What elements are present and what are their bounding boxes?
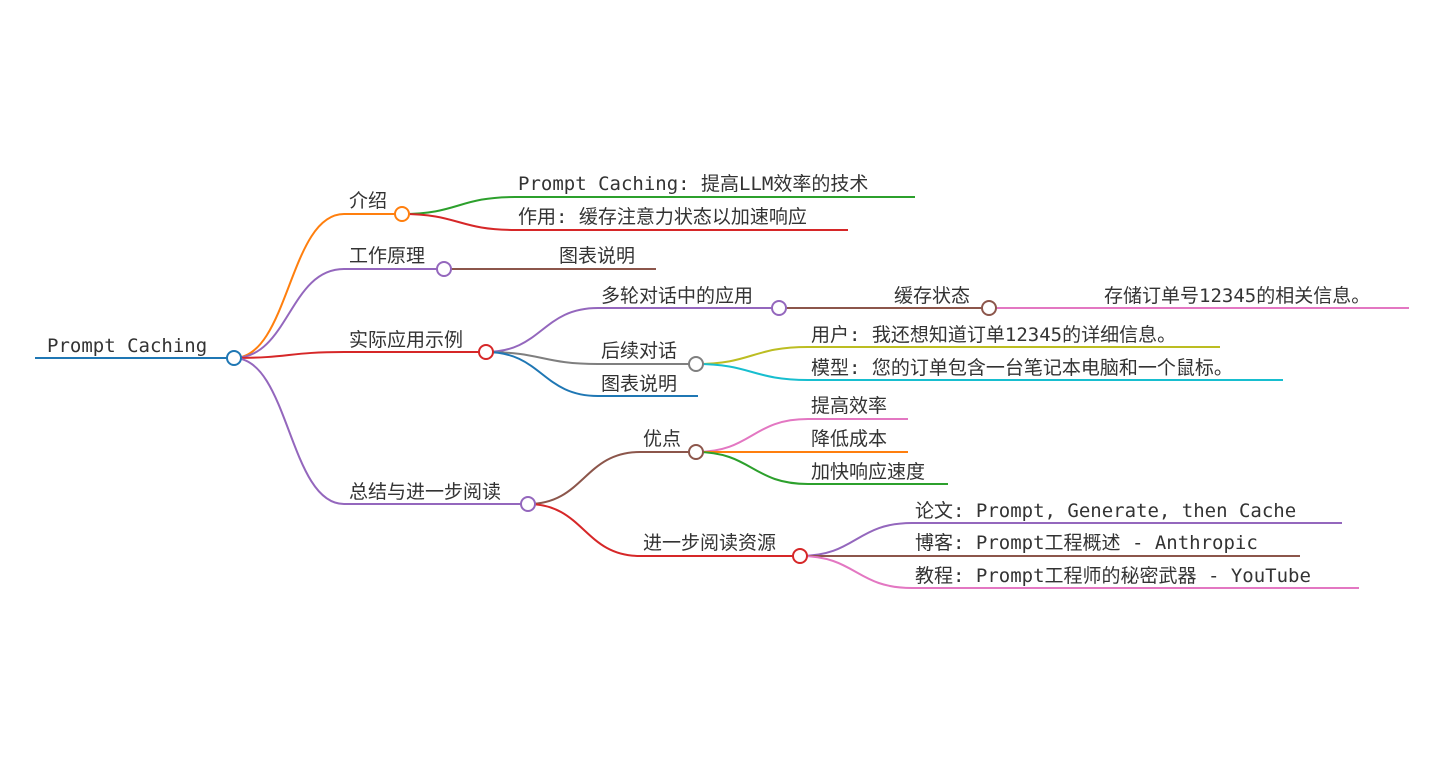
node-example-1-1-label[interactable]: 模型: 您的订单包含一台笔记本电脑和一个鼠标。 xyxy=(811,357,1233,379)
branch-intro-label[interactable]: 介绍 xyxy=(349,190,387,212)
node-summary-0-0-label[interactable]: 提高效率 xyxy=(811,395,887,417)
branch-example-circle[interactable] xyxy=(478,344,494,360)
edge-intro-0 xyxy=(401,196,516,215)
branch-principle-circle[interactable] xyxy=(436,261,452,277)
node-example-0-circle[interactable] xyxy=(771,300,787,316)
edge-intro xyxy=(233,213,345,359)
edge-summary-0-2 xyxy=(695,451,809,485)
node-summary-1-1-label[interactable]: 博客: Prompt工程概述 - Anthropic xyxy=(915,532,1258,554)
node-summary-1-2-label[interactable]: 教程: Prompt工程师的秘密武器 - YouTube xyxy=(915,565,1311,587)
edge-example-1-1 xyxy=(695,363,809,381)
branch-example-label[interactable]: 实际应用示例 xyxy=(349,329,463,351)
mindmap-edges xyxy=(233,196,1101,589)
edge-example xyxy=(233,351,345,359)
edge-summary-1 xyxy=(527,503,641,557)
node-summary-1-label[interactable]: 进一步阅读资源 xyxy=(643,532,776,554)
node-example-2-label[interactable]: 图表说明 xyxy=(601,373,677,395)
node-example-0-0-0-label[interactable]: 存储订单号12345的相关信息。 xyxy=(1104,285,1370,307)
root-circle[interactable] xyxy=(226,350,242,366)
edge-summary-1-2 xyxy=(799,555,913,589)
node-intro-0-label[interactable]: Prompt Caching: 提高LLM效率的技术 xyxy=(518,173,868,195)
node-summary-1-0-label[interactable]: 论文: Prompt, Generate, then Cache xyxy=(915,500,1296,522)
edge-intro-1 xyxy=(401,213,516,231)
node-example-1-label[interactable]: 后续对话 xyxy=(601,340,677,362)
mindmap-labels: Prompt Caching 介绍 Prompt Caching: 提高LLM效率的… xyxy=(47,173,1370,587)
node-summary-0-circle[interactable] xyxy=(688,444,704,460)
edge-principle xyxy=(233,268,345,359)
branch-principle-label[interactable]: 工作原理 xyxy=(349,245,425,267)
mindmap-node-circles xyxy=(226,206,997,564)
node-example-0-0-circle[interactable] xyxy=(981,300,997,316)
node-intro-1-label[interactable]: 作用: 缓存注意力状态以加速响应 xyxy=(518,206,807,228)
edge-summary-0 xyxy=(527,451,641,505)
edge-summary-1-0 xyxy=(799,522,913,557)
edge-example-1-0 xyxy=(695,346,809,365)
edge-example-0 xyxy=(485,307,599,353)
edge-summary-0-0 xyxy=(695,418,809,453)
node-example-0-label[interactable]: 多轮对话中的应用 xyxy=(601,285,753,307)
root-label[interactable]: Prompt Caching xyxy=(47,335,207,357)
node-example-0-0-label[interactable]: 缓存状态 xyxy=(894,285,970,307)
node-example-1-circle[interactable] xyxy=(688,356,704,372)
node-example-1-0-label[interactable]: 用户: 我还想知道订单12345的详细信息。 xyxy=(811,324,1176,346)
node-summary-0-2-label[interactable]: 加快响应速度 xyxy=(811,461,925,483)
node-summary-0-label[interactable]: 优点 xyxy=(643,428,681,450)
branch-intro-circle[interactable] xyxy=(394,206,410,222)
edge-example-1 xyxy=(485,351,599,365)
edge-summary xyxy=(233,357,345,505)
branch-summary-label[interactable]: 总结与进一步阅读 xyxy=(349,481,501,503)
node-summary-1-circle[interactable] xyxy=(792,548,808,564)
mindmap-underlines xyxy=(35,196,1409,589)
branch-summary-circle[interactable] xyxy=(520,496,536,512)
node-principle-0-label[interactable]: 图表说明 xyxy=(559,245,635,267)
edge-example-2 xyxy=(485,351,599,397)
node-summary-0-1-label[interactable]: 降低成本 xyxy=(811,428,887,450)
